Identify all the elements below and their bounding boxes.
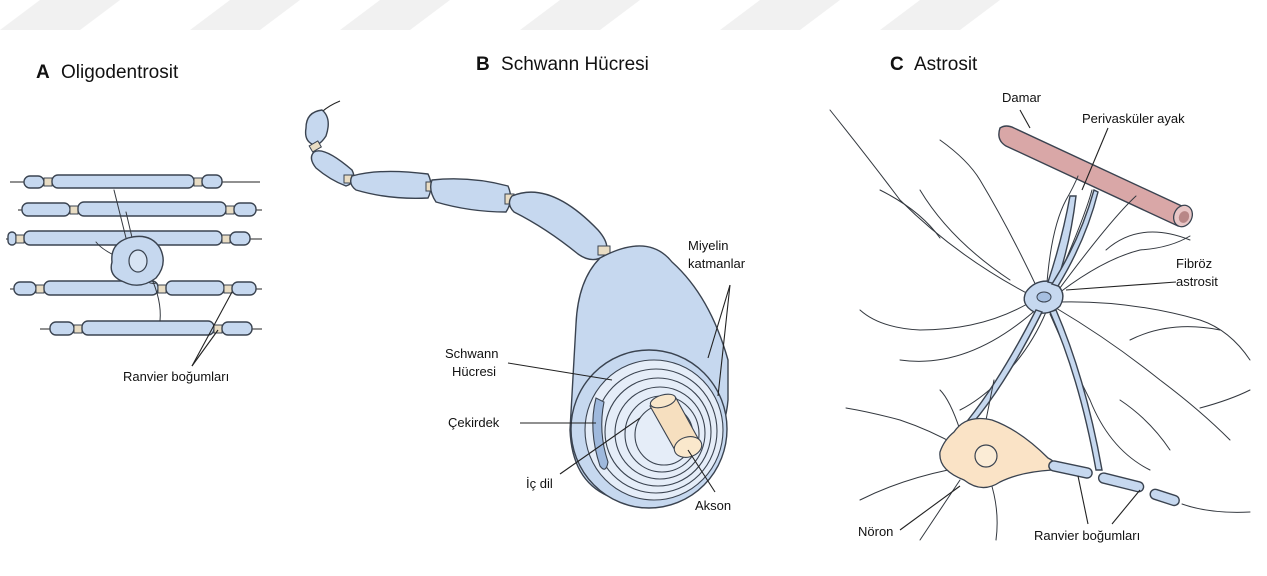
myelin-lamellae <box>585 360 723 500</box>
inner-tongue-label: İç dil <box>526 476 553 491</box>
panel-b-schwann-cell: B Schwann Hücresi <box>306 54 746 513</box>
myelin-label-line-2: katmanlar <box>688 256 746 271</box>
panel-c-astrocyte: C Astrosit <box>830 54 1250 543</box>
panel-c-ranvier-label: Ranvier boğumları <box>1034 528 1140 543</box>
top-watermark <box>0 0 1000 30</box>
fibrous-astrocyte-label-line-1: Fibröz <box>1176 256 1212 271</box>
neuron-label: Nöron <box>858 524 893 539</box>
axon-fiber-row-1 <box>10 175 260 188</box>
panel-c-title: C Astrosit <box>890 54 978 75</box>
panel-a-ranvier-label: Ranvier boğumları <box>123 369 229 384</box>
axon-label: Akson <box>695 498 731 513</box>
neuron <box>846 380 1250 540</box>
panel-a-title: A Oligodentrosit <box>36 62 179 83</box>
nucleus-label: Çekirdek <box>448 415 500 430</box>
blood-vessel <box>999 126 1196 230</box>
axon-fiber-row-5 <box>40 321 262 335</box>
neuron-axon-myelin <box>1048 460 1250 512</box>
myelinated-axon-segments <box>306 101 610 260</box>
axon-fiber-row-2 <box>18 202 262 216</box>
panel-a-oligodendrocyte: A Oligodentrosit <box>6 62 262 384</box>
endfoot-label: Perivasküler ayak <box>1082 111 1185 126</box>
schwann-label-line-1: Schwann <box>445 346 498 361</box>
myelin-label-line-1: Miyelin <box>688 238 728 253</box>
fibrous-astrocyte-label-line-2: astrosit <box>1176 274 1218 289</box>
panel-b-title: B Schwann Hücresi <box>476 54 649 75</box>
vessel-label: Damar <box>1002 90 1042 105</box>
schwann-label-line-2: Hücresi <box>452 364 496 379</box>
